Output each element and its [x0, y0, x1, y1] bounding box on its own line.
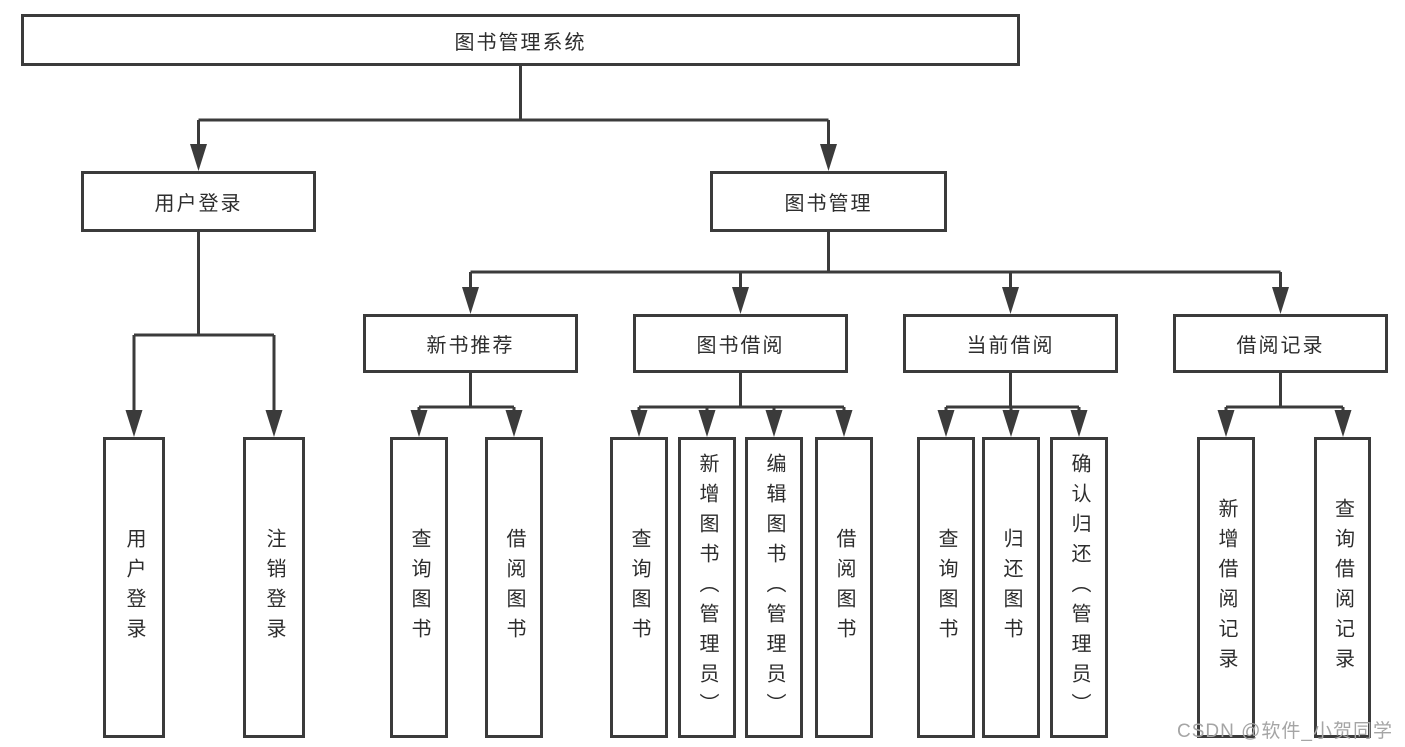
node-borrow-records: 借阅记录 — [1173, 314, 1388, 373]
csdn-watermark: CSDN @软件_小贺同学 — [1177, 721, 1393, 742]
node-add-borrow-record: 新增借阅记录 — [1197, 437, 1255, 738]
node-library-system: 图书管理系统 — [21, 14, 1020, 66]
node-edit-book-admin: 编辑图书（管理员） — [745, 437, 803, 738]
node-book-management: 图书管理 — [710, 171, 947, 232]
node-user-login: 用户登录 — [81, 171, 316, 232]
node-logout-leaf: 注销登录 — [243, 437, 305, 738]
arrowhead-icons — [125, 144, 1352, 437]
node-return-books: 归还图书 — [982, 437, 1040, 738]
node-login-leaf: 用户登录 — [103, 437, 165, 738]
node-add-book-admin: 新增图书（管理员） — [678, 437, 736, 738]
node-current-borrow: 当前借阅 — [903, 314, 1118, 373]
node-confirm-return-admin: 确认归还（管理员） — [1050, 437, 1108, 738]
node-new-book-recommend: 新书推荐 — [363, 314, 578, 373]
node-query-borrow-record: 查询借阅记录 — [1314, 437, 1371, 738]
node-query-books-current: 查询图书 — [917, 437, 975, 738]
node-book-borrow: 图书借阅 — [633, 314, 848, 373]
node-borrow-books-recommend: 借阅图书 — [485, 437, 543, 738]
node-query-books-recommend: 查询图书 — [390, 437, 448, 738]
node-query-books-borrow: 查询图书 — [610, 437, 668, 738]
node-borrow-books-leaf: 借阅图书 — [815, 437, 873, 738]
